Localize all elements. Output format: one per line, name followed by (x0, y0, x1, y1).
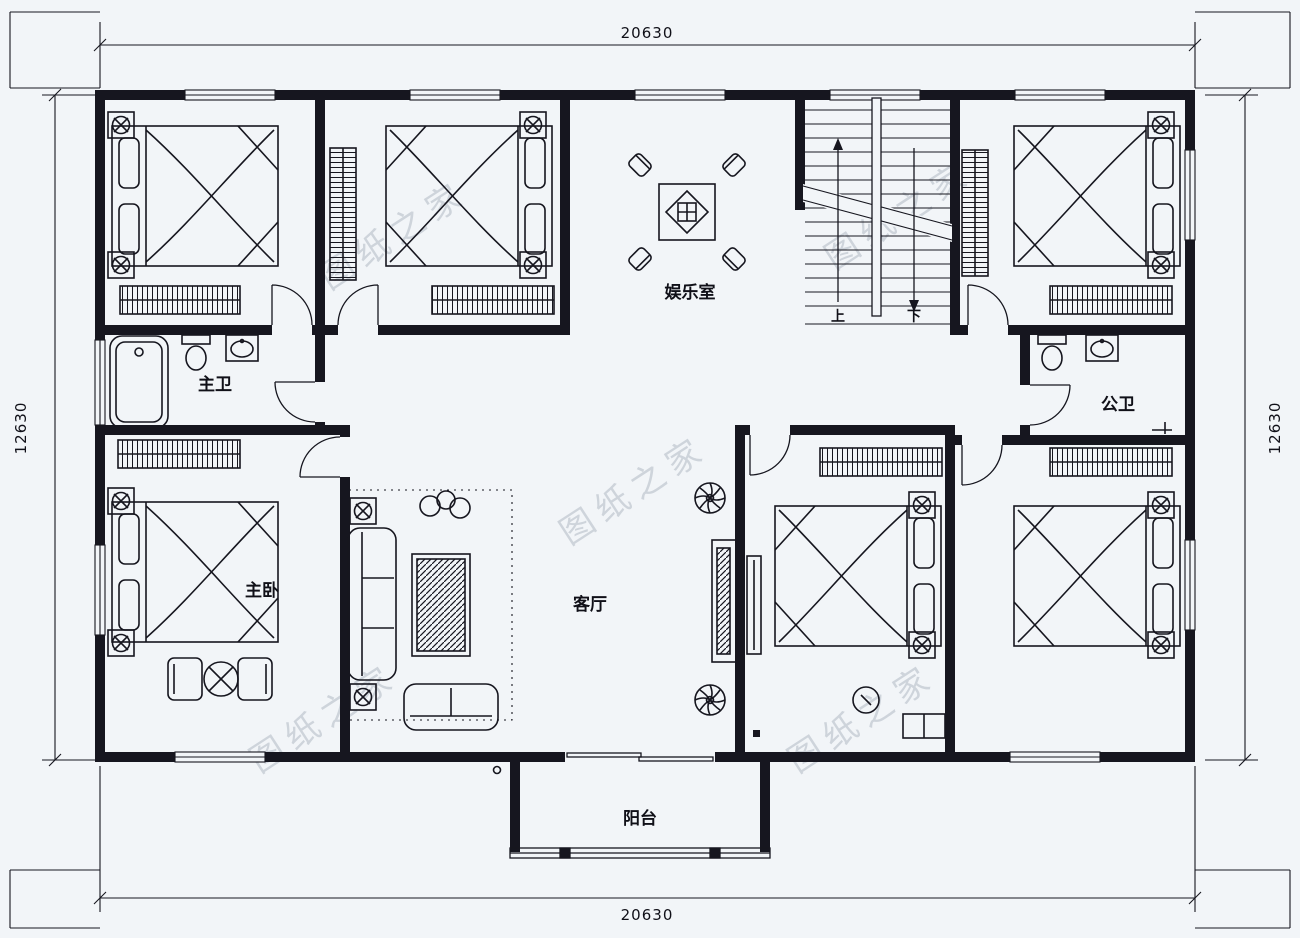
bedroom-topright-furniture (961, 111, 1181, 315)
room-label-master-bedroom: 主卧 (245, 580, 279, 601)
balcony (509, 847, 771, 859)
room-label-entertainment: 娱乐室 (665, 282, 716, 303)
watermark-text: 图纸之家 (553, 428, 716, 553)
room-label-balcony: 阳台 (623, 808, 657, 829)
windows (94, 89, 1196, 763)
watermark-text: 图纸之家 (243, 656, 406, 781)
room-label-living-room: 客厅 (572, 594, 607, 615)
room-label-public-bath: 公卫 (1101, 395, 1135, 415)
master-bedroom-furniture (107, 439, 279, 701)
stair-up-label: 上 (831, 309, 845, 325)
bedroom-top-second-furniture (329, 111, 555, 315)
watermark-text: 图纸之家 (781, 656, 944, 781)
staircase: 上 下 (802, 97, 953, 325)
room-label-master-bath: 主卫 (198, 374, 232, 395)
dimension-grid (9, 11, 1291, 929)
dimension-left: 12630 (12, 402, 30, 455)
entertainment-room-furniture (628, 153, 746, 271)
living-room-furniture (341, 482, 737, 775)
bedroom-bottom-middle-furniture (746, 447, 946, 739)
master-bath-fixtures (109, 334, 259, 429)
doors (271, 284, 1071, 762)
dimension-bottom: 20630 (621, 906, 674, 924)
public-bath-fixtures (1037, 334, 1172, 434)
dimension-top: 20630 (621, 24, 674, 42)
bedroom-bottom-right-furniture (1013, 447, 1181, 659)
stair-down-label: 下 (907, 309, 921, 325)
bedroom-topleft-furniture (107, 111, 279, 315)
dimension-right: 12630 (1266, 402, 1284, 455)
